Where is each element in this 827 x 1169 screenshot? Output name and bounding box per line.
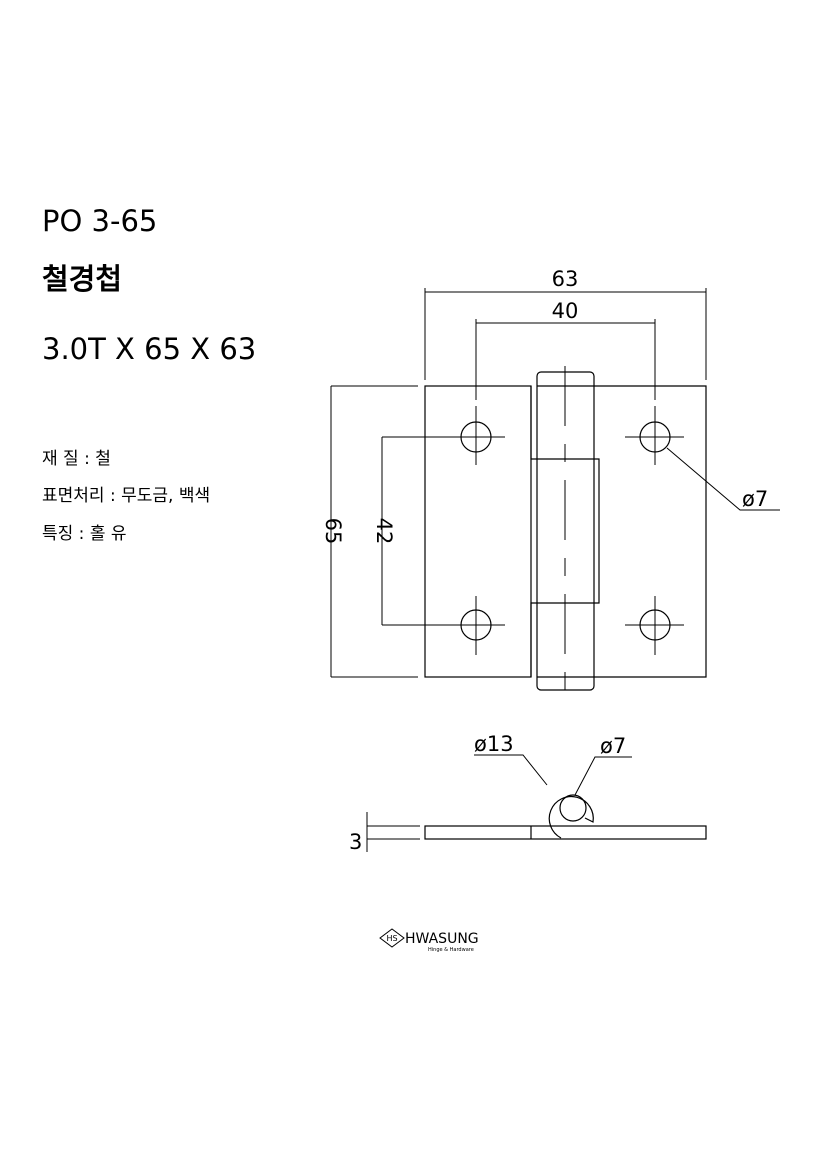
spec-material: 재 질 : 철 <box>42 449 111 469</box>
knuckle-outer <box>548 795 594 839</box>
logo-mark: HS <box>386 934 397 943</box>
logo-name: HWASUNG <box>405 931 479 947</box>
hole-leader <box>666 447 780 511</box>
logo-diamond <box>379 928 405 948</box>
leaf-profile <box>424 825 707 840</box>
model-number: PO 3-65 <box>42 204 158 238</box>
dim-40: 40 <box>552 299 579 323</box>
hwasung-logo: HS HWASUNG Hinge & Hardware <box>379 928 479 953</box>
dim-3: 3 <box>349 830 362 854</box>
mounting-holes <box>446 406 684 655</box>
product-name: 철경첩 <box>42 262 123 296</box>
dim-63: 63 <box>552 267 579 291</box>
dim-63-lines <box>424 288 707 380</box>
dim-65: 65 <box>321 518 345 545</box>
pin-leader <box>574 756 632 796</box>
side-view: ø13 ø7 3 <box>349 732 707 854</box>
dim-pin-diameter: ø7 <box>600 734 626 758</box>
dim-42: 42 <box>372 518 396 545</box>
logo-tagline: Hinge & Hardware <box>428 947 474 953</box>
front-view: 63 40 65 42 ø7 <box>321 267 780 697</box>
knuckle-leader <box>474 754 548 786</box>
dim-hole-diameter: ø7 <box>742 487 768 511</box>
dim-65-lines <box>330 385 418 678</box>
hole-centerlines <box>446 406 684 655</box>
dim-3-lines <box>366 812 420 852</box>
left-leaf <box>424 385 532 678</box>
dim-42-lines <box>381 436 460 626</box>
spec-feature: 특징 : 홀 유 <box>42 524 127 544</box>
product-dimensions: 3.0T X 65 X 63 <box>42 332 257 366</box>
right-leaf <box>537 385 707 678</box>
pin <box>559 794 587 822</box>
dim-knuckle-diameter: ø13 <box>474 732 514 756</box>
leaf-step <box>530 386 600 677</box>
spec-surface: 표면처리 : 무도금, 백색 <box>42 486 211 506</box>
dim-40-lines <box>475 319 656 400</box>
